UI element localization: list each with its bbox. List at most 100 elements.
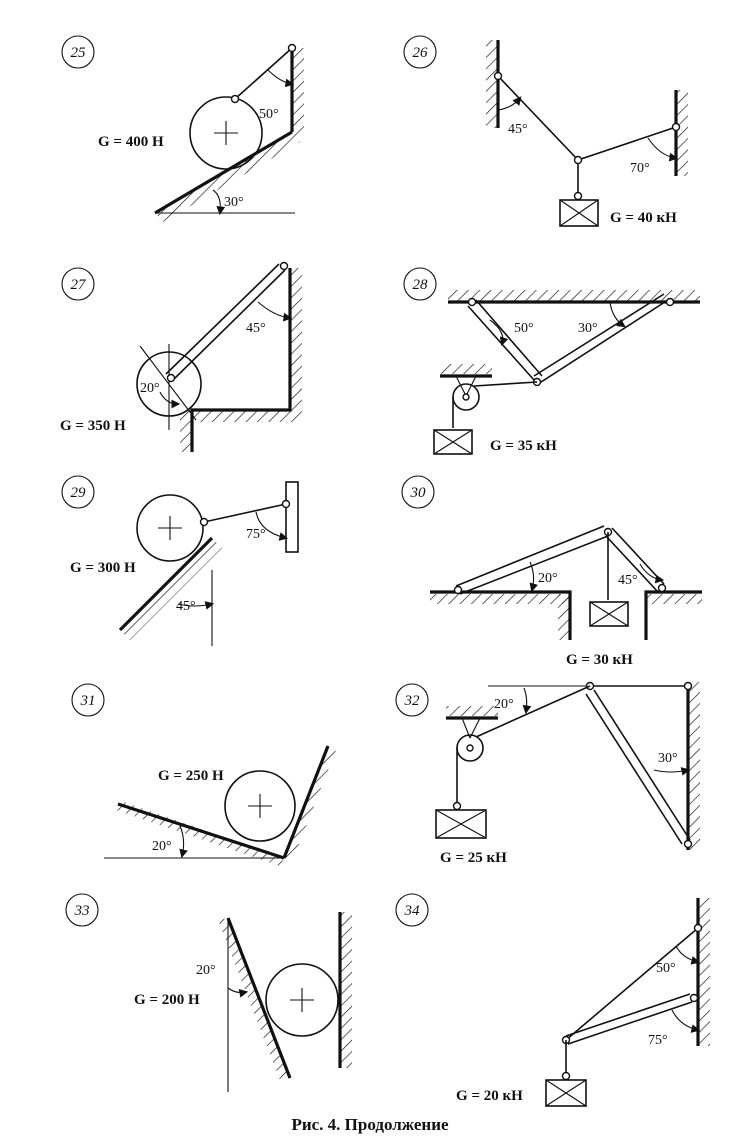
angle-label: 20° [152, 839, 172, 854]
angle-label: 20° [196, 963, 216, 978]
strut-edge [165, 263, 280, 375]
right-slope-hatch [284, 746, 336, 862]
left-slope [117, 802, 285, 860]
angle-label: 45° [618, 573, 638, 588]
angle-label: 50° [514, 321, 534, 336]
rope [473, 381, 538, 387]
load-box [589, 601, 629, 627]
wall-post [285, 481, 299, 553]
angle-label: 30° [658, 751, 678, 766]
load-label: G = 300 Н [70, 560, 136, 576]
strut-edge [455, 525, 605, 587]
angle-label: 20° [140, 381, 160, 396]
problem-number-circle [71, 683, 105, 717]
ball [224, 770, 296, 842]
ball [265, 963, 339, 1037]
angle-label: 30° [578, 321, 598, 336]
angle-label: 50° [259, 107, 279, 122]
angle-label: 75° [648, 1033, 668, 1048]
incline-surface [154, 130, 293, 215]
angle-label: 70° [630, 161, 650, 176]
right-slope [282, 745, 330, 859]
problem-29: 29 75° 45° G = 300 Н [61, 475, 299, 646]
problem-number-circle [395, 683, 429, 717]
strut-edge [537, 299, 669, 385]
load-box [559, 199, 599, 227]
problem-number: 27 [71, 277, 88, 293]
wall-hatch [698, 898, 710, 1046]
rope [234, 47, 293, 100]
angle-label: 45° [508, 122, 528, 137]
angle-label: 45° [176, 599, 196, 614]
load-label: G = 200 Н [134, 992, 200, 1008]
problem-number-circle [61, 35, 95, 69]
problem-32: 32 20° 30° G = 25 кН [395, 681, 700, 866]
load-label: G = 35 кН [490, 438, 557, 454]
problem-28: 28 50° 30° G = 35 кН [403, 267, 700, 455]
right-ground [644, 590, 702, 640]
problem-number: 26 [413, 45, 429, 61]
ceiling-hatch [448, 290, 700, 302]
incline-hatch [155, 132, 300, 222]
incline-surface [226, 917, 292, 1079]
load-box [433, 429, 473, 455]
problem-34: 34 50° 75° G = 20 кН [395, 893, 710, 1107]
ball [189, 96, 263, 170]
load-label: G = 350 Н [60, 418, 126, 434]
wall-hatch [292, 48, 304, 136]
left-wall-hatch [486, 40, 498, 128]
problem-number-circle [61, 475, 95, 509]
rope-node [230, 94, 240, 104]
problem-number-circle [65, 893, 99, 927]
angle-label: 75° [246, 527, 266, 542]
rope-right [577, 126, 677, 161]
problem-31: 31 20° G = 250 Н [71, 683, 336, 866]
problem-27: 27 45° 20° G = 350 Н [60, 261, 302, 452]
angle-label: 20° [494, 697, 514, 712]
rope [203, 503, 287, 523]
load-label: G = 30 кН [566, 652, 633, 668]
angle-label: 30° [224, 195, 244, 210]
right-wall-hatch [676, 90, 688, 176]
wall-node [287, 43, 297, 53]
strut-edge [611, 527, 665, 585]
problem-number-circle [403, 267, 437, 301]
problem-25: 25 50° 30° G = 400 Н [61, 35, 304, 222]
rope-left [497, 75, 579, 161]
problem-30: 30 20° 45° G = 30 кН [401, 475, 702, 668]
problem-number: 25 [71, 45, 87, 61]
rope [475, 685, 591, 738]
problem-number: 34 [404, 903, 421, 919]
wall-hatch [340, 912, 352, 1068]
strut-edge [172, 269, 286, 381]
problem-number-circle [61, 267, 95, 301]
rope [565, 927, 699, 1041]
problem-number: 28 [413, 277, 429, 293]
figure-caption: Рис. 4. Продолжение [291, 1115, 449, 1134]
problem-number: 32 [404, 693, 421, 709]
angle-label: 50° [656, 961, 676, 976]
ball [136, 494, 204, 562]
problem-33: 33 20° G = 200 Н [65, 893, 352, 1092]
load-label: G = 25 кН [440, 850, 507, 866]
load-box [435, 809, 487, 839]
step-wall [190, 268, 292, 452]
wall-hatch [688, 682, 700, 850]
angle-arc [267, 69, 295, 88]
problem-number: 30 [410, 485, 427, 501]
load-box [545, 1079, 587, 1107]
load-label: G = 250 Н [158, 768, 224, 784]
problem-number-circle [395, 893, 429, 927]
problem-number-circle [401, 475, 435, 509]
problem-number-circle [403, 35, 437, 69]
angle-label: 45° [246, 321, 266, 336]
load-label: G = 400 Н [98, 134, 164, 150]
strut-edge [593, 689, 691, 841]
problem-26: 26 45° 70° G = 40 кН [403, 35, 688, 227]
incline-hatch [218, 918, 290, 1080]
wall-hatch [290, 268, 302, 410]
incline-hatch [120, 538, 222, 640]
problem-number: 33 [74, 903, 90, 919]
knot-node [573, 155, 583, 165]
